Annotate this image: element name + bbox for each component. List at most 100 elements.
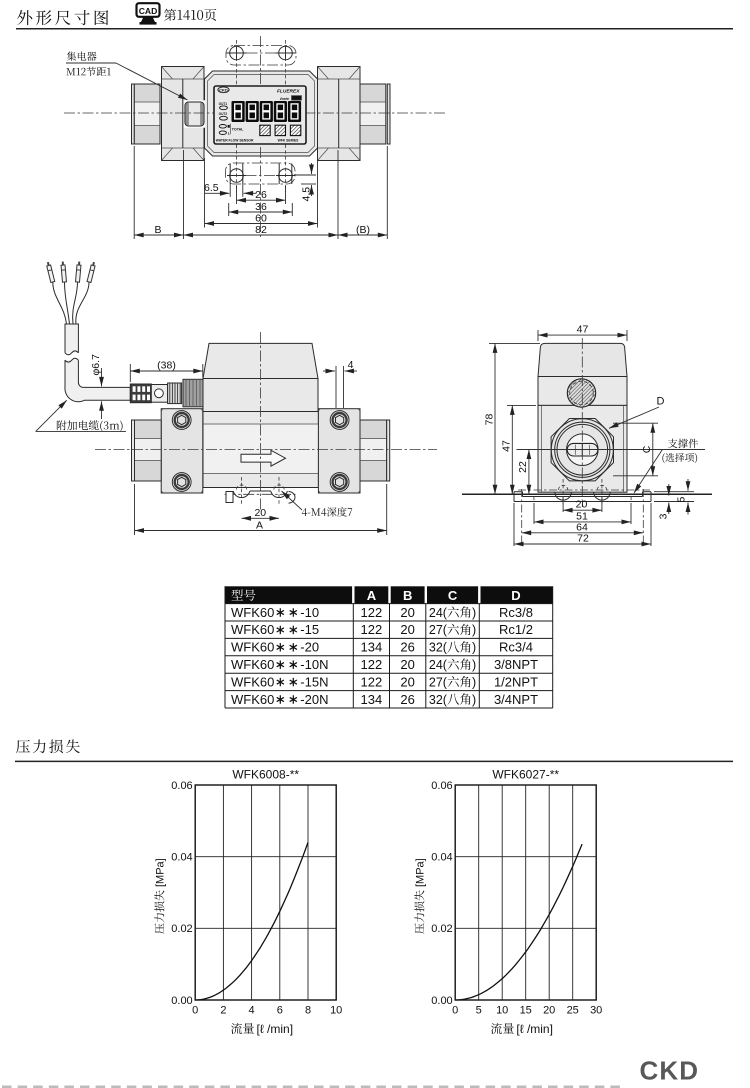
svg-text:0.04: 0.04 [431,852,452,864]
svg-text:): ) [472,641,476,655]
svg-text:30: 30 [590,1005,602,1017]
svg-text:OUT1: OUT1 [219,102,228,106]
svg-text:): ) [472,623,476,637]
svg-text:122: 122 [361,674,383,689]
svg-text:20: 20 [400,622,414,637]
svg-text:WFK60: WFK60 [231,674,274,689]
svg-text:B: B [403,588,412,603]
svg-text:27(: 27( [429,623,448,637]
svg-text:122: 122 [361,605,383,620]
svg-text:0.00: 0.00 [171,995,192,1007]
svg-text:32(: 32( [429,693,448,707]
svg-text:64: 64 [576,521,588,533]
svg-text:36: 36 [255,201,267,213]
svg-text:3: 3 [657,513,669,519]
svg-text:122: 122 [361,657,383,672]
svg-text:): ) [472,693,476,707]
svg-text:10: 10 [330,1005,342,1017]
svg-text:C: C [448,588,458,603]
svg-text:134: 134 [361,692,383,707]
svg-text:TOTAL: TOTAL [232,128,244,132]
svg-text:Rc3/4: Rc3/4 [499,640,533,655]
svg-text:5: 5 [476,1005,482,1017]
svg-text:24(: 24( [429,606,448,620]
svg-text:WFK60: WFK60 [231,692,274,707]
svg-text:3/8NPT: 3/8NPT [494,657,538,672]
svg-text:47: 47 [501,440,513,452]
svg-text:WFK60: WFK60 [231,640,274,655]
svg-text:OUT2: OUT2 [219,112,228,116]
svg-text:WFK6008-**: WFK6008-** [232,767,299,781]
svg-text:3/4NPT: 3/4NPT [494,692,538,707]
svg-text:CAD: CAD [139,6,158,16]
svg-text:20: 20 [254,507,266,519]
svg-text:20: 20 [576,499,588,511]
svg-text:22: 22 [517,461,529,473]
svg-text:4: 4 [249,1005,255,1017]
svg-text:6.5: 6.5 [204,182,219,194]
svg-text:134: 134 [361,640,383,655]
svg-text:5: 5 [675,497,687,503]
svg-text:0.04: 0.04 [171,852,192,864]
svg-text:): ) [472,658,476,672]
svg-text:20: 20 [543,1005,555,1017]
svg-text:-20N: -20N [300,692,328,707]
svg-text:WFK60: WFK60 [231,622,274,637]
svg-text:0.02: 0.02 [431,923,452,935]
svg-text:2: 2 [220,1005,226,1017]
svg-text:25: 25 [567,1005,579,1017]
svg-text:-15N: -15N [300,674,328,689]
svg-text:10: 10 [496,1005,508,1017]
svg-text:15: 15 [520,1005,532,1017]
svg-text:6: 6 [277,1005,283,1017]
svg-text:): ) [472,675,476,689]
svg-text:WATER FLOW SENSOR: WATER FLOW SENSOR [216,138,254,142]
svg-text:24(: 24( [429,658,448,672]
svg-text:Rc1/2: Rc1/2 [499,622,533,637]
svg-text:0.06: 0.06 [171,780,192,792]
svg-text:27(: 27( [429,675,448,689]
svg-text:4.5: 4.5 [300,187,312,202]
svg-text:1/2NPT: 1/2NPT [494,674,538,689]
svg-text:): ) [472,606,476,620]
svg-text:φ6.7: φ6.7 [90,354,102,376]
svg-text:[MPa]: [MPa] [155,858,167,887]
svg-text:51: 51 [576,511,588,523]
svg-text:26: 26 [255,189,267,201]
svg-text:(B): (B) [356,224,370,236]
svg-text:72: 72 [577,533,589,545]
svg-text:8: 8 [305,1005,311,1017]
svg-text:D: D [657,396,665,408]
svg-text:ℓrate: ℓrate [280,97,289,101]
svg-text:WFK60: WFK60 [231,605,274,620]
svg-text:4: 4 [348,359,354,371]
svg-text:-20: -20 [300,640,319,655]
svg-text:20: 20 [400,605,414,620]
svg-text:FLUEREX: FLUEREX [277,88,300,94]
svg-text:60: 60 [255,212,267,224]
svg-text:20: 20 [400,674,414,689]
svg-text:47: 47 [577,324,589,336]
svg-text:Rc3/8: Rc3/8 [499,605,533,620]
svg-text:A: A [367,588,377,603]
svg-text:WFK SERIES: WFK SERIES [278,138,300,142]
svg-text:WFK6027-**: WFK6027-** [492,767,559,781]
svg-text:A: A [256,519,263,531]
svg-text:D: D [511,588,520,603]
svg-text:0.00: 0.00 [431,995,452,1007]
svg-text:82: 82 [255,224,267,236]
svg-text:L: L [228,131,230,135]
svg-text:26: 26 [400,692,414,707]
svg-text:WFK60: WFK60 [231,657,274,672]
svg-text:26: 26 [400,640,414,655]
svg-text:32(: 32( [429,641,448,655]
svg-text:[ℓ /min]: [ℓ /min] [257,1022,294,1036]
svg-text:-10: -10 [300,605,319,620]
svg-text:[MPa]: [MPa] [415,858,427,887]
svg-text:B: B [154,224,161,236]
svg-text:CKD: CKD [640,1056,700,1086]
svg-text:0: 0 [452,1005,458,1017]
svg-text:CKD: CKD [219,87,228,92]
svg-text:78: 78 [483,414,495,426]
svg-text:0.06: 0.06 [431,780,452,792]
